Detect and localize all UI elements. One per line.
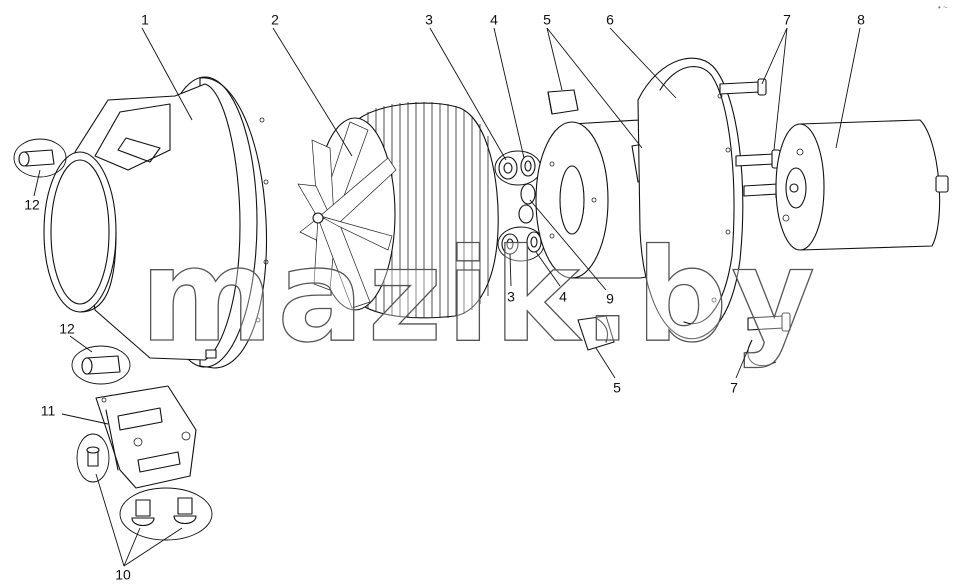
callout-12-top: 12 <box>24 197 40 213</box>
callout-5-lower: 5 <box>613 380 621 396</box>
corner-mark: • ~ <box>938 3 948 12</box>
bolts-part-7 <box>719 78 791 367</box>
watermark-text: mazik.by <box>140 222 819 371</box>
callout-7: 7 <box>783 12 791 28</box>
brush-blocks-part-5 <box>547 89 615 351</box>
callout-7-lower: 7 <box>730 380 738 396</box>
callout-5: 5 <box>543 12 551 28</box>
bracket-part-11 <box>95 385 197 489</box>
leader-lines <box>33 27 861 567</box>
callout-6: 6 <box>606 12 614 28</box>
callout-2: 2 <box>271 12 279 28</box>
callout-4: 4 <box>490 12 498 28</box>
callout-3-lower: 3 <box>507 289 515 305</box>
callout-numbers: 1 2 3 4 5 6 7 8 12 3 4 9 5 12 11 7 10 <box>24 12 865 583</box>
callout-1: 1 <box>141 12 149 28</box>
callout-8: 8 <box>857 12 865 28</box>
callout-4-lower: 4 <box>559 289 567 305</box>
screws-part-10 <box>76 433 213 541</box>
callout-11: 11 <box>41 403 56 419</box>
housing-part-1 <box>43 76 269 369</box>
motor-part-8 <box>775 119 949 251</box>
callout-10: 10 <box>115 567 131 583</box>
rotor-fan-part-2 <box>297 102 499 319</box>
mounting-plate-part-6 <box>637 57 744 340</box>
callout-12-lower: 12 <box>59 321 75 337</box>
callout-3: 3 <box>425 12 433 28</box>
callout-9: 9 <box>606 291 614 307</box>
pins-part-12 <box>13 138 131 385</box>
nuts-washers-parts-3-4 <box>494 150 545 262</box>
